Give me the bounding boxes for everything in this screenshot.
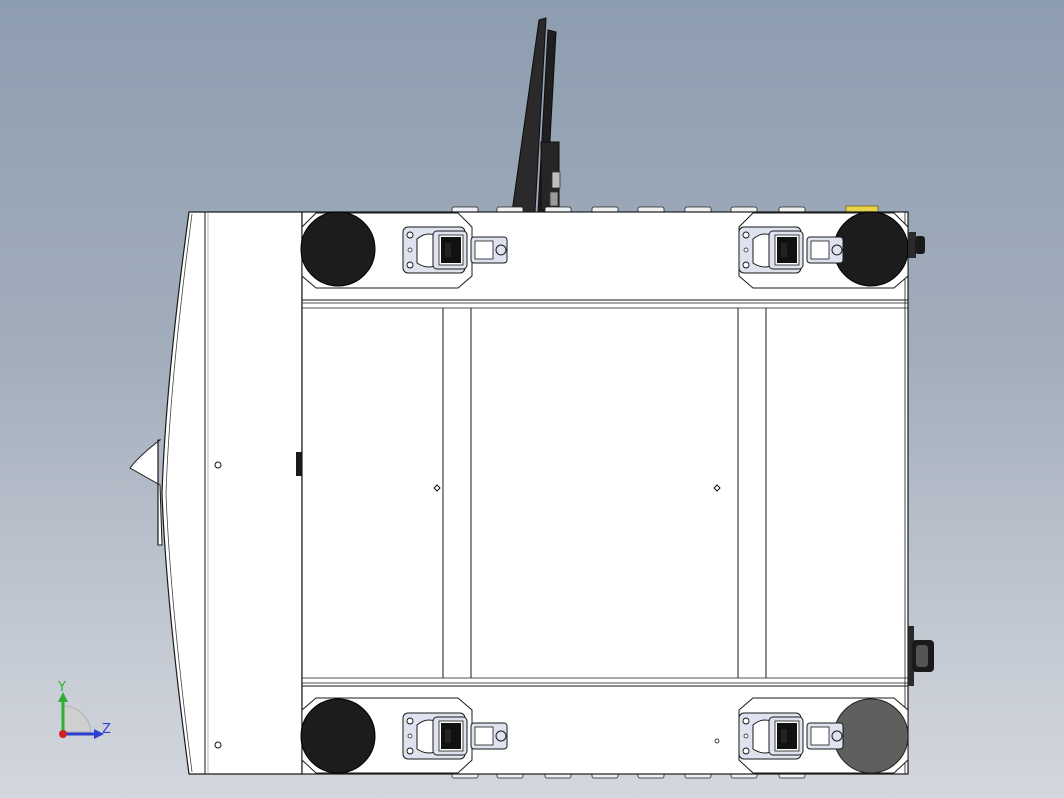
z-axis-label: Z <box>102 722 111 737</box>
wheel-top-right[interactable] <box>833 211 909 287</box>
side-connector-top[interactable] <box>908 232 925 258</box>
wheel-top-left[interactable] <box>300 211 376 287</box>
wheel-bottom-right[interactable] <box>833 698 909 774</box>
wheel-bottom-left[interactable] <box>300 698 376 774</box>
side-connector-bottom[interactable] <box>908 626 934 686</box>
y-axis-label: Y <box>57 680 66 695</box>
monitor-arm[interactable] <box>511 17 561 213</box>
front-cap[interactable] <box>129 211 303 775</box>
coordinate-triad: Y Z <box>57 680 111 739</box>
main-body[interactable] <box>301 211 909 775</box>
